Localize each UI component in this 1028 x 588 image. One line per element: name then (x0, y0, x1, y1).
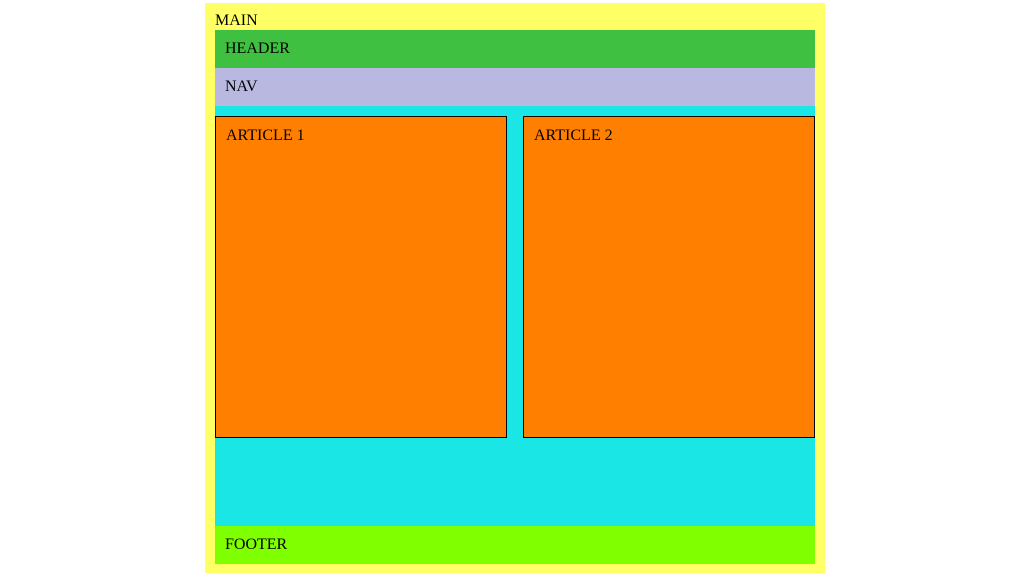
footer-label: FOOTER (225, 536, 288, 553)
content-section: ARTICLE 1 ARTICLE 2 (215, 106, 815, 526)
article-1: ARTICLE 1 (215, 116, 507, 438)
article-2-label: ARTICLE 2 (534, 127, 613, 144)
main-label: MAIN (215, 12, 258, 29)
main-container: MAIN HEADER NAV ARTICLE 1 ARTICLE 2 FOOT… (205, 3, 825, 573)
article-1-label: ARTICLE 1 (226, 127, 305, 144)
header-label: HEADER (225, 40, 290, 57)
article-2: ARTICLE 2 (523, 116, 815, 438)
nav-section: NAV (215, 68, 815, 106)
nav-label: NAV (225, 78, 258, 95)
header-section: HEADER (215, 30, 815, 68)
footer-section: FOOTER (215, 526, 815, 564)
